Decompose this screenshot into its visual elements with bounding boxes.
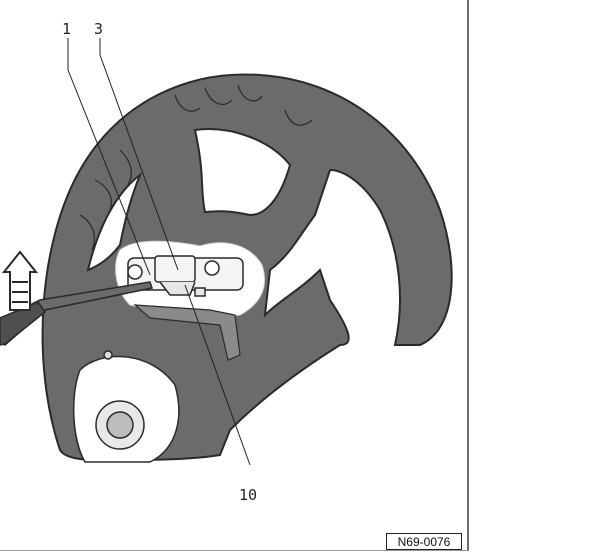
wheel-left-gap <box>86 172 143 272</box>
clip-mechanism <box>127 255 244 297</box>
callout-3: 3 <box>94 20 104 38</box>
wheel-opening <box>193 128 292 217</box>
leader-lines <box>67 38 251 466</box>
up-arrow-icon <box>1 250 39 311</box>
callout-1: 1 <box>62 20 72 38</box>
figure-reference-label: N69-0076 <box>386 533 462 550</box>
rim-texture <box>79 84 313 251</box>
spoke-bracket <box>133 304 241 361</box>
screwdriver-icon <box>0 281 153 347</box>
figure-frame <box>0 0 469 551</box>
wheel-hub <box>72 350 180 463</box>
callout-10: 10 <box>239 486 258 504</box>
